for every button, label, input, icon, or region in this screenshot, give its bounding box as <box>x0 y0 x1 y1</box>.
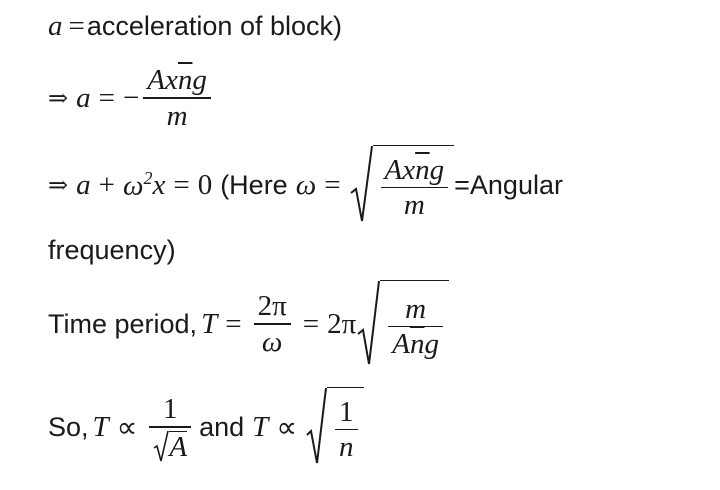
zero: 0 <box>197 168 213 201</box>
equals: = <box>302 307 320 340</box>
var-a: a <box>48 9 63 42</box>
numerator: Axng <box>147 64 207 97</box>
implies-symbol: ⇒ <box>48 171 69 199</box>
omega-squared: ω2 <box>122 167 153 202</box>
var-T: T <box>252 410 269 443</box>
denominator: m <box>166 99 188 132</box>
proportional-symbol: ∝ <box>116 411 138 444</box>
equals: = <box>173 168 190 201</box>
two-pi: 2π <box>327 307 357 340</box>
var-a: a <box>76 168 91 201</box>
implies-symbol: ⇒ <box>48 84 69 112</box>
equals: = <box>324 168 341 201</box>
time-period-label: Time period, <box>48 308 198 339</box>
line-frequency: frequency) <box>48 232 176 268</box>
fraction-1-over-sqrtA: 1 A <box>149 392 192 462</box>
fraction-1-over-n: 1 n <box>335 395 358 465</box>
and-text: and <box>199 411 245 442</box>
equals: = <box>225 307 242 340</box>
fraction-axng-over-m: Axng m <box>143 63 211 133</box>
var-T: T <box>201 307 218 340</box>
radical-sign <box>153 430 170 461</box>
fraction-axng-over-m: Axng m <box>380 153 449 223</box>
angular-text: =Angular <box>454 169 563 200</box>
line-acceleration-def: a = acceleration of block) <box>48 8 342 44</box>
equals: = <box>68 9 85 42</box>
plus-sign: + <box>98 168 115 201</box>
radical-sign <box>357 280 381 365</box>
var-x: x <box>152 168 166 201</box>
line-time-period: Time period, T = 2π ω = 2π m Ang <box>48 276 449 372</box>
sqrt-expression: 1 n <box>305 387 364 467</box>
equals: = <box>98 81 115 114</box>
minus-sign: − <box>122 81 140 114</box>
fraction-bar <box>143 97 211 99</box>
omega: ω <box>295 168 317 201</box>
proportional-symbol: ∝ <box>276 411 298 444</box>
fraction-m-over-ang: m Ang <box>388 292 443 362</box>
sqrt-expression: m Ang <box>356 280 449 368</box>
here-text: (Here <box>220 169 288 200</box>
radical-sign <box>306 387 328 464</box>
fraction-2pi-over-omega: 2π ω <box>253 289 291 359</box>
sqrt-expression: Axng m <box>349 145 455 225</box>
line-proportionality: So, T ∝ 1 A and T ∝ 1 n <box>48 384 364 470</box>
line-shm-equation: ⇒ a + ω2 x = 0 (Here ω = Axng m =Angular <box>48 144 563 226</box>
radical-sign <box>349 145 373 222</box>
line-acceleration-equation: ⇒ a = − Axng m <box>48 60 215 136</box>
acceleration-text: acceleration of block) <box>86 10 342 41</box>
so-label: So, <box>48 411 89 442</box>
var-a: a <box>76 81 91 114</box>
var-T: T <box>92 410 109 443</box>
frequency-text: frequency) <box>48 234 176 265</box>
